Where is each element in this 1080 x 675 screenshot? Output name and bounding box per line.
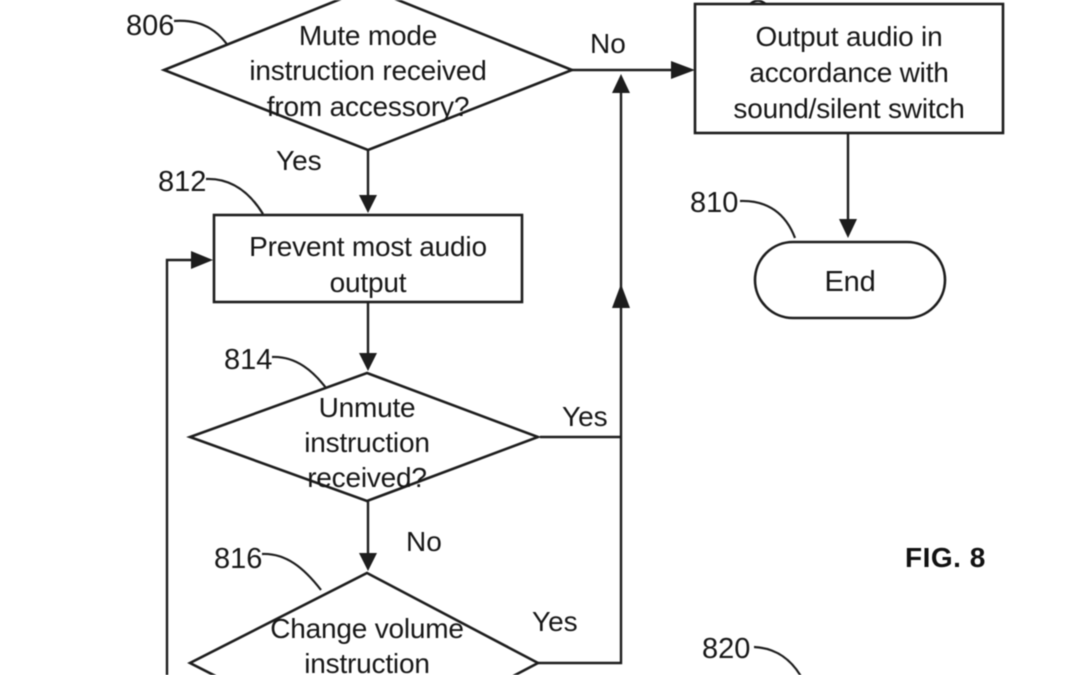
decision-806-line1: Mute mode [299, 20, 437, 51]
branch-labels: No Yes Yes No Yes [276, 28, 626, 637]
figure-caption: FIG. 8 [905, 542, 986, 573]
process-808-line3: sound/silent switch [733, 93, 964, 124]
ref-806: 806 [126, 10, 174, 42]
ref-820: 820 [702, 633, 750, 665]
edge-merge-return-line [538, 92, 623, 665]
arrowhead-into-812-icon [359, 195, 377, 213]
decision-816-line2: instruction [304, 648, 429, 675]
node-labels: Mute mode instruction received from acce… [249, 20, 965, 675]
leader-812 [205, 177, 264, 215]
decision-814-line3: received? [307, 462, 427, 493]
process-812-line2: output [330, 267, 407, 298]
arrowhead-into-808-icon [671, 61, 695, 79]
terminal-810-label: End [825, 266, 876, 298]
decision-814-diamond [186, 371, 542, 503]
arrowhead-into-814-icon [359, 353, 377, 371]
connectors [165, 68, 850, 675]
process-808-box [693, 2, 1005, 135]
arrowhead-into-810-icon [839, 219, 857, 238]
leader-820 [753, 645, 802, 675]
leader-810 [739, 199, 797, 239]
arrowheads [191, 61, 857, 571]
label-816-yes: Yes [532, 606, 578, 637]
leader-816 [261, 552, 322, 591]
label-814-no: No [406, 526, 442, 557]
edge-feedback-to-812-line [165, 258, 191, 675]
label-806-no: No [590, 28, 626, 59]
arrowhead-merge-mid-icon [612, 284, 630, 308]
decision-814-line2: instruction [304, 427, 429, 458]
decision-816-diamond [187, 571, 541, 675]
node-shapes [160, 0, 1005, 675]
ref-816: 816 [214, 543, 262, 575]
decision-806-line3: from accessory? [267, 91, 469, 122]
process-808-line1: Output audio in [756, 21, 943, 52]
decision-814-line1: Unmute [319, 392, 416, 423]
decision-816-line1: Change volume [270, 613, 464, 644]
reference-numbers: 806 812 810 814 816 820 [126, 10, 750, 665]
arrowhead-into-816-icon [359, 553, 377, 571]
label-814-yes: Yes [562, 401, 608, 432]
process-808-line2: accordance with [749, 57, 948, 88]
leader-814 [271, 355, 330, 393]
decision-806-line2: instruction received [249, 55, 486, 86]
process-812-line1: Prevent most audio [249, 231, 487, 262]
ref-812: 812 [158, 166, 206, 198]
ref-814: 814 [224, 344, 272, 376]
arrowhead-merge-top-icon [612, 74, 630, 93]
ref-810: 810 [690, 187, 738, 219]
process-812-box [212, 213, 524, 304]
leader-lines [173, 0, 802, 675]
terminal-810-stadium [753, 240, 947, 320]
arrowhead-feedback-into-812-icon [191, 251, 213, 269]
decision-806-diamond [160, 0, 576, 152]
label-806-yes: Yes [276, 145, 322, 176]
